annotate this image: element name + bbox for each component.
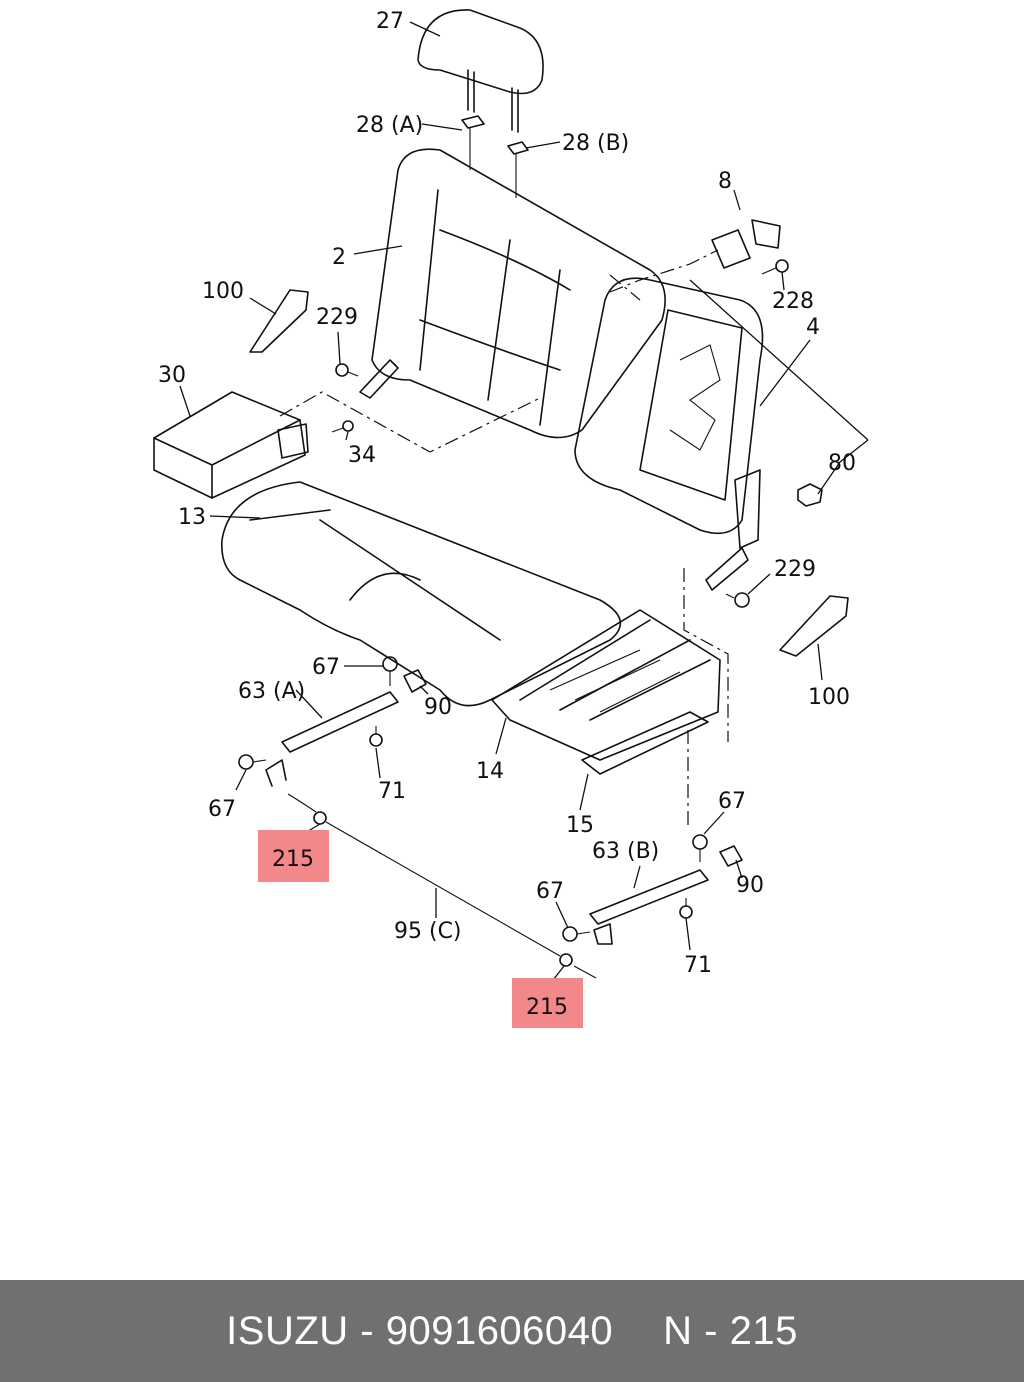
clip-90-right <box>719 845 743 867</box>
headrest-guide-a <box>461 115 485 170</box>
footer-brand-part-number: ISUZU - 9091606040 <box>226 1308 614 1353</box>
callout-67-right: 67 <box>718 789 746 814</box>
callout-63b: 63 (B) <box>592 839 659 864</box>
bolt-67-right <box>692 834 708 862</box>
footer-reference-number: N - 215 <box>663 1308 798 1353</box>
seat-back-part <box>359 148 666 439</box>
callout-80: 80 <box>828 451 856 476</box>
seat-exploded-diagram: 27 28 (A) 28 (B) 8 2 228 4 100 229 30 34… <box>153 9 869 1028</box>
callout-90-left: 90 <box>424 695 452 720</box>
leader-lines <box>179 21 869 985</box>
seat-rail-b <box>589 869 709 945</box>
bolt-229-upper <box>335 363 359 377</box>
callout-67-left: 67 <box>208 797 236 822</box>
callout-229-upper: 229 <box>316 305 358 330</box>
armrest-part <box>153 391 309 499</box>
callout-30: 30 <box>158 363 186 388</box>
hinge-cover-lower <box>779 595 849 657</box>
callout-71-right: 71 <box>684 953 712 978</box>
seat-rail-a <box>265 691 399 787</box>
clip-90-left <box>403 669 427 693</box>
callout-215-lower: 215 <box>526 995 568 1020</box>
bolt-71-left <box>369 726 383 747</box>
part-info-footer: ISUZU - 9091606040 N - 215 <box>0 1280 1024 1382</box>
callout-229-lower: 229 <box>774 557 816 582</box>
release-cable-95c <box>287 793 597 979</box>
highlight-box-215-upper <box>258 830 329 882</box>
screw-228 <box>761 259 789 275</box>
callout-215-upper: 215 <box>272 847 314 872</box>
callout-8: 8 <box>718 169 732 194</box>
callout-63a: 63 (A) <box>238 679 305 704</box>
callout-14: 14 <box>476 759 504 784</box>
callout-28b: 28 (B) <box>562 131 629 156</box>
highlight-box-215-lower <box>512 978 583 1028</box>
callout-67-lower: 67 <box>536 879 564 904</box>
callout-27: 27 <box>376 9 404 34</box>
hinge-cover-upper <box>249 289 309 353</box>
seat-back-frame <box>574 277 764 591</box>
callout-228: 228 <box>772 289 814 314</box>
seat-cushion-frame <box>491 609 721 761</box>
callout-2: 2 <box>332 245 346 270</box>
bolt-71-right <box>679 898 693 919</box>
callout-90-right: 90 <box>736 873 764 898</box>
screw-34 <box>331 420 354 433</box>
callout-100-upper: 100 <box>202 279 244 304</box>
bolt-229-lower <box>725 592 750 608</box>
seat-cushion-part <box>221 481 622 707</box>
bolt-67-lower <box>562 926 591 942</box>
seat-base-plate <box>581 711 709 775</box>
nut-80 <box>797 483 823 507</box>
washer-215-upper <box>313 811 327 825</box>
reference-lines <box>279 249 729 830</box>
callout-4: 4 <box>806 315 820 340</box>
headrest-part <box>417 9 544 133</box>
callout-67-upper-left: 67 <box>312 655 340 680</box>
callout-15: 15 <box>566 813 594 838</box>
bolt-67-upper-left <box>382 656 398 686</box>
callout-28a: 28 (A) <box>356 113 423 138</box>
callout-71-left: 71 <box>378 779 406 804</box>
trim-clip-part <box>711 219 781 269</box>
callout-34: 34 <box>348 443 376 468</box>
bolt-67-left <box>238 754 267 770</box>
washer-215-lower <box>559 953 573 967</box>
callout-95c: 95 (C) <box>394 919 462 944</box>
callout-13: 13 <box>178 505 206 530</box>
callout-100-lower: 100 <box>808 685 850 710</box>
headrest-guide-b <box>507 141 529 198</box>
